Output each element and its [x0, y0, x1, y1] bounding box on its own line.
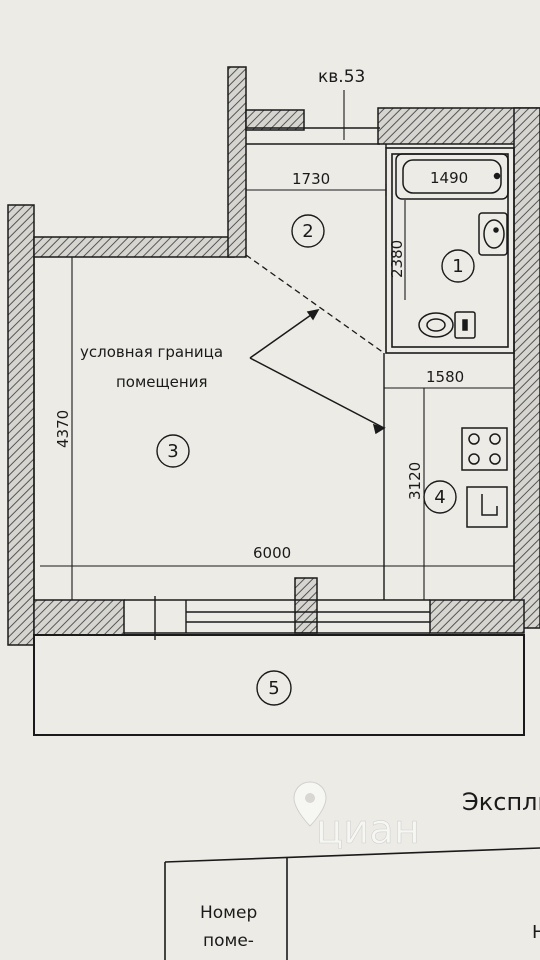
explication-table — [164, 847, 540, 960]
explication-title: Экспли — [462, 788, 540, 816]
dim-total-width: 6000 — [253, 544, 291, 562]
watermark-brand: циан — [316, 807, 420, 853]
annotation-line-1: условная граница — [80, 343, 223, 361]
room-5-number: 5 — [268, 678, 279, 699]
conventional-boundary-line — [245, 254, 385, 354]
table-header-number-line1: Номер — [200, 903, 257, 923]
toilet — [418, 311, 476, 339]
room-markers — [156, 214, 475, 706]
wall-top-right — [377, 107, 540, 145]
room-1-circle — [441, 249, 475, 283]
dim-kitchen-depth: 3120 — [406, 462, 424, 500]
wall-left — [7, 204, 35, 646]
wall-entry — [245, 109, 305, 131]
partitions — [33, 144, 515, 600]
balcony — [33, 634, 525, 736]
wall-right — [513, 107, 540, 629]
dim-bathroom-depth: 2380 — [388, 240, 406, 278]
dimension-lines — [40, 90, 514, 600]
dim-hall-width: 1730 — [292, 170, 330, 188]
room-2-circle — [291, 214, 325, 248]
balcony-window — [124, 596, 430, 640]
walls — [7, 66, 540, 646]
room-3-circle — [156, 434, 190, 468]
dim-kitchen-width: 1580 — [426, 368, 464, 386]
wall-hall-left — [227, 66, 247, 258]
location-pin-icon — [293, 781, 327, 827]
entry-opening — [246, 127, 380, 145]
wall-pier — [294, 577, 318, 634]
annotation-arrows — [249, 308, 386, 435]
wall-bottom-left — [33, 599, 125, 636]
table-header-col2-fragment: Н — [532, 922, 540, 943]
room-3-number: 3 — [167, 441, 178, 462]
kitchen-sink — [466, 486, 508, 528]
watermark: циан — [293, 781, 420, 853]
bathtub — [395, 153, 509, 200]
room-1-number: 1 — [452, 256, 463, 277]
sink — [478, 212, 508, 256]
room-4-number: 4 — [434, 487, 445, 508]
room-5-circle — [256, 670, 292, 706]
apartment-label: кв.53 — [318, 67, 365, 87]
room-4-circle — [423, 480, 457, 514]
wall-bottom-right — [429, 599, 525, 634]
dim-bathtub-length: 1490 — [430, 169, 468, 187]
dim-room-depth: 4370 — [54, 410, 72, 448]
wall-left-top — [33, 236, 235, 258]
room-2-number: 2 — [302, 221, 313, 242]
stove — [461, 427, 508, 471]
table-header-number-line2: поме- — [203, 931, 254, 951]
annotation-line-2: помещения — [116, 373, 207, 391]
